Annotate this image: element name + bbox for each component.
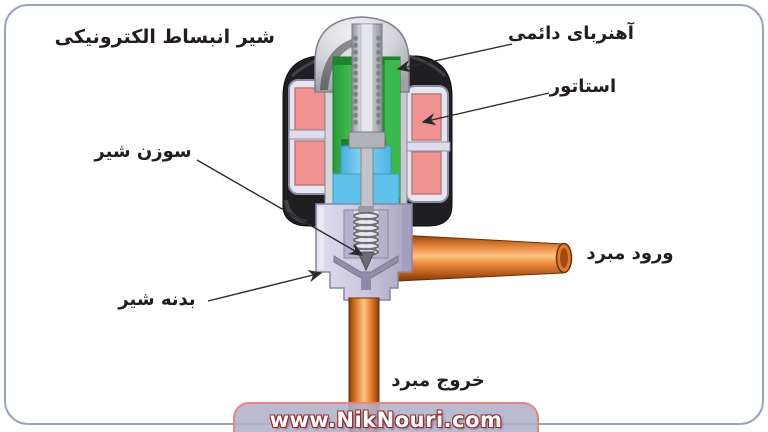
arrow-stator <box>421 92 550 126</box>
stator-coil-right <box>403 85 451 203</box>
label-permanent-magnet: آهنربای دائمی <box>508 23 634 44</box>
watermark-text: www.NikNouri.com <box>269 407 503 432</box>
label-stator: استاتور <box>549 76 617 97</box>
label-valve-body: بدنه شیر <box>118 289 196 310</box>
label-refrigerant-inlet: ورود مبرد <box>586 243 674 264</box>
spring <box>353 206 379 257</box>
watermark-bar: www.NikNouri.com <box>233 402 539 432</box>
arrow-permanent-magnet <box>396 43 513 73</box>
diagram-title: شیر انبساط الکترونیکی <box>54 26 275 48</box>
arrow-valve-needle <box>196 159 364 256</box>
label-refrigerant-outlet: خروج مبرد <box>391 370 485 391</box>
arrow-valve-body <box>207 269 323 302</box>
screw-shaft <box>348 23 386 211</box>
leader-arrows <box>196 43 550 302</box>
inlet-pipe <box>397 234 573 282</box>
label-valve-needle: سوزن شیر <box>94 141 192 162</box>
needle-tip <box>357 251 375 272</box>
